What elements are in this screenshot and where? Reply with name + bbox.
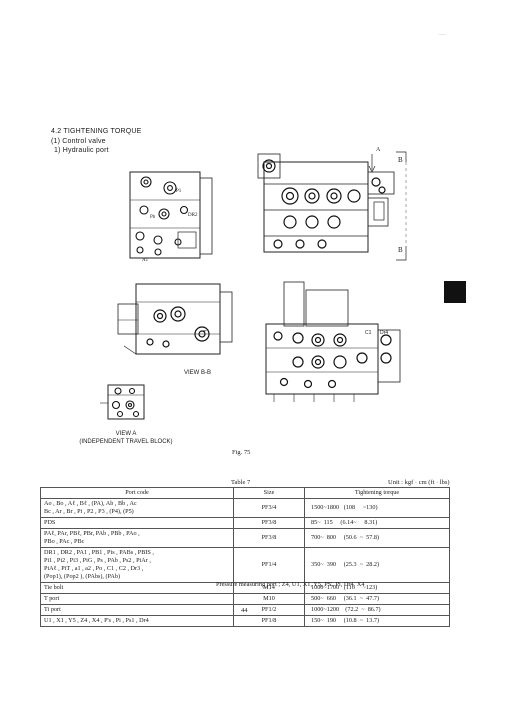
cell-size: M10 [233, 593, 305, 605]
cell-code: T port [40, 593, 234, 605]
figure-number: Fig. 75 [232, 449, 251, 456]
view-a-label: VIEW A [115, 431, 137, 437]
section-mark-a: A [376, 147, 381, 153]
table-header-row: Port code Size Tightening torque [40, 487, 450, 499]
table-caption: Table 7 [231, 479, 251, 486]
table-row: U1 , X1 , Y5 , Z4 , X4 , P's , Pi , Ps1 … [40, 615, 450, 627]
cell-size: PF3/8 [233, 517, 305, 529]
cell-size: PF3/8 [233, 528, 305, 548]
cell-code: PDS [40, 517, 234, 529]
cell-code: PAℓ, PAr, PBℓ, PBr, PAb , PBb , PAo ,PBo… [40, 528, 234, 548]
header-torque: Tightening torque [304, 487, 450, 499]
view-a-sub: (INDEPENDENT TRAVEL BLOCK) [79, 439, 173, 445]
svg-text:A1: A1 [142, 258, 149, 262]
page-number: 44 [241, 607, 248, 614]
cell-torque: 700~ 800 (50.6 ~ 57.8) [304, 528, 450, 548]
cell-code: U1 , X1 , Y5 , Z4 , X4 , P's , Pi , Ps1 … [40, 615, 234, 627]
cell-torque: 85~ 115 (6.14~ 8.31) [304, 517, 450, 529]
cell-size: PF3/4 [233, 498, 305, 518]
torque-table: Port code Size Tightening torque Ao , Bo… [40, 487, 450, 627]
view-bb-drawing [114, 278, 234, 366]
view-a-drawing [100, 381, 150, 425]
section-tab-marker [444, 281, 466, 303]
section-item: 1) Hydraulic port [54, 147, 109, 154]
section-subtitle: (1) Control valve [51, 138, 106, 145]
svg-text:Pb: Pb [150, 215, 156, 220]
cell-code: Tie bolt [40, 582, 234, 594]
table-unit: Unit : kgf · cm (ft · lbs) [388, 479, 450, 486]
cell-code: DR1 , DR2 , PA1 , PB1 , Pis , PABs , PBI… [40, 547, 234, 583]
header-size: Size [233, 487, 305, 499]
callout-dr4: Dr4 [380, 330, 389, 336]
header-port-code: Port code [40, 487, 234, 499]
table-row: PAℓ, PAr, PBℓ, PBr, PAb , PBb , PAo ,PBo… [40, 528, 450, 548]
cell-torque: 350~ 390 (25.3 ~ 28.2) [304, 547, 450, 583]
cell-torque: 1000~1200 (72.2 ~ 86.7) [304, 604, 450, 616]
cell-torque: 500~ 660 (36.1 ~ 47.7) [304, 593, 450, 605]
cell-torque: 1500~1800 (108 ~130) [304, 498, 450, 518]
svg-text:DR2: DR2 [188, 213, 198, 218]
callout-c1: C1 [365, 330, 372, 336]
cell-code: Ti port [40, 604, 234, 616]
valve-front-view: P1 Pb DR2 A1 [124, 170, 216, 262]
section-mark-b-bottom: B [398, 246, 403, 254]
cell-size: PF1/4 [233, 547, 305, 583]
cell-size: PF1/8 [233, 615, 305, 627]
section-title: 4.2 TIGHTENING TORQUE [51, 128, 142, 135]
view-bb-label: VIEW B-B [184, 370, 212, 376]
table-row: DR1 , DR2 , PA1 , PB1 , Pis , PABs , PBI… [40, 547, 450, 583]
scan-mark: ·—· [438, 33, 447, 38]
section-mark-b-top: B [398, 156, 403, 164]
svg-text:P1: P1 [176, 189, 182, 194]
valve-top-view [256, 150, 416, 262]
cell-torque: 150~ 190 (10.8 ~ 13.7) [304, 615, 450, 627]
callout-t: T [203, 331, 207, 337]
pressure-port-note: Pressure measuring port ; Z4, U1, X1, Y5… [216, 581, 365, 588]
valve-side-view [254, 278, 404, 404]
